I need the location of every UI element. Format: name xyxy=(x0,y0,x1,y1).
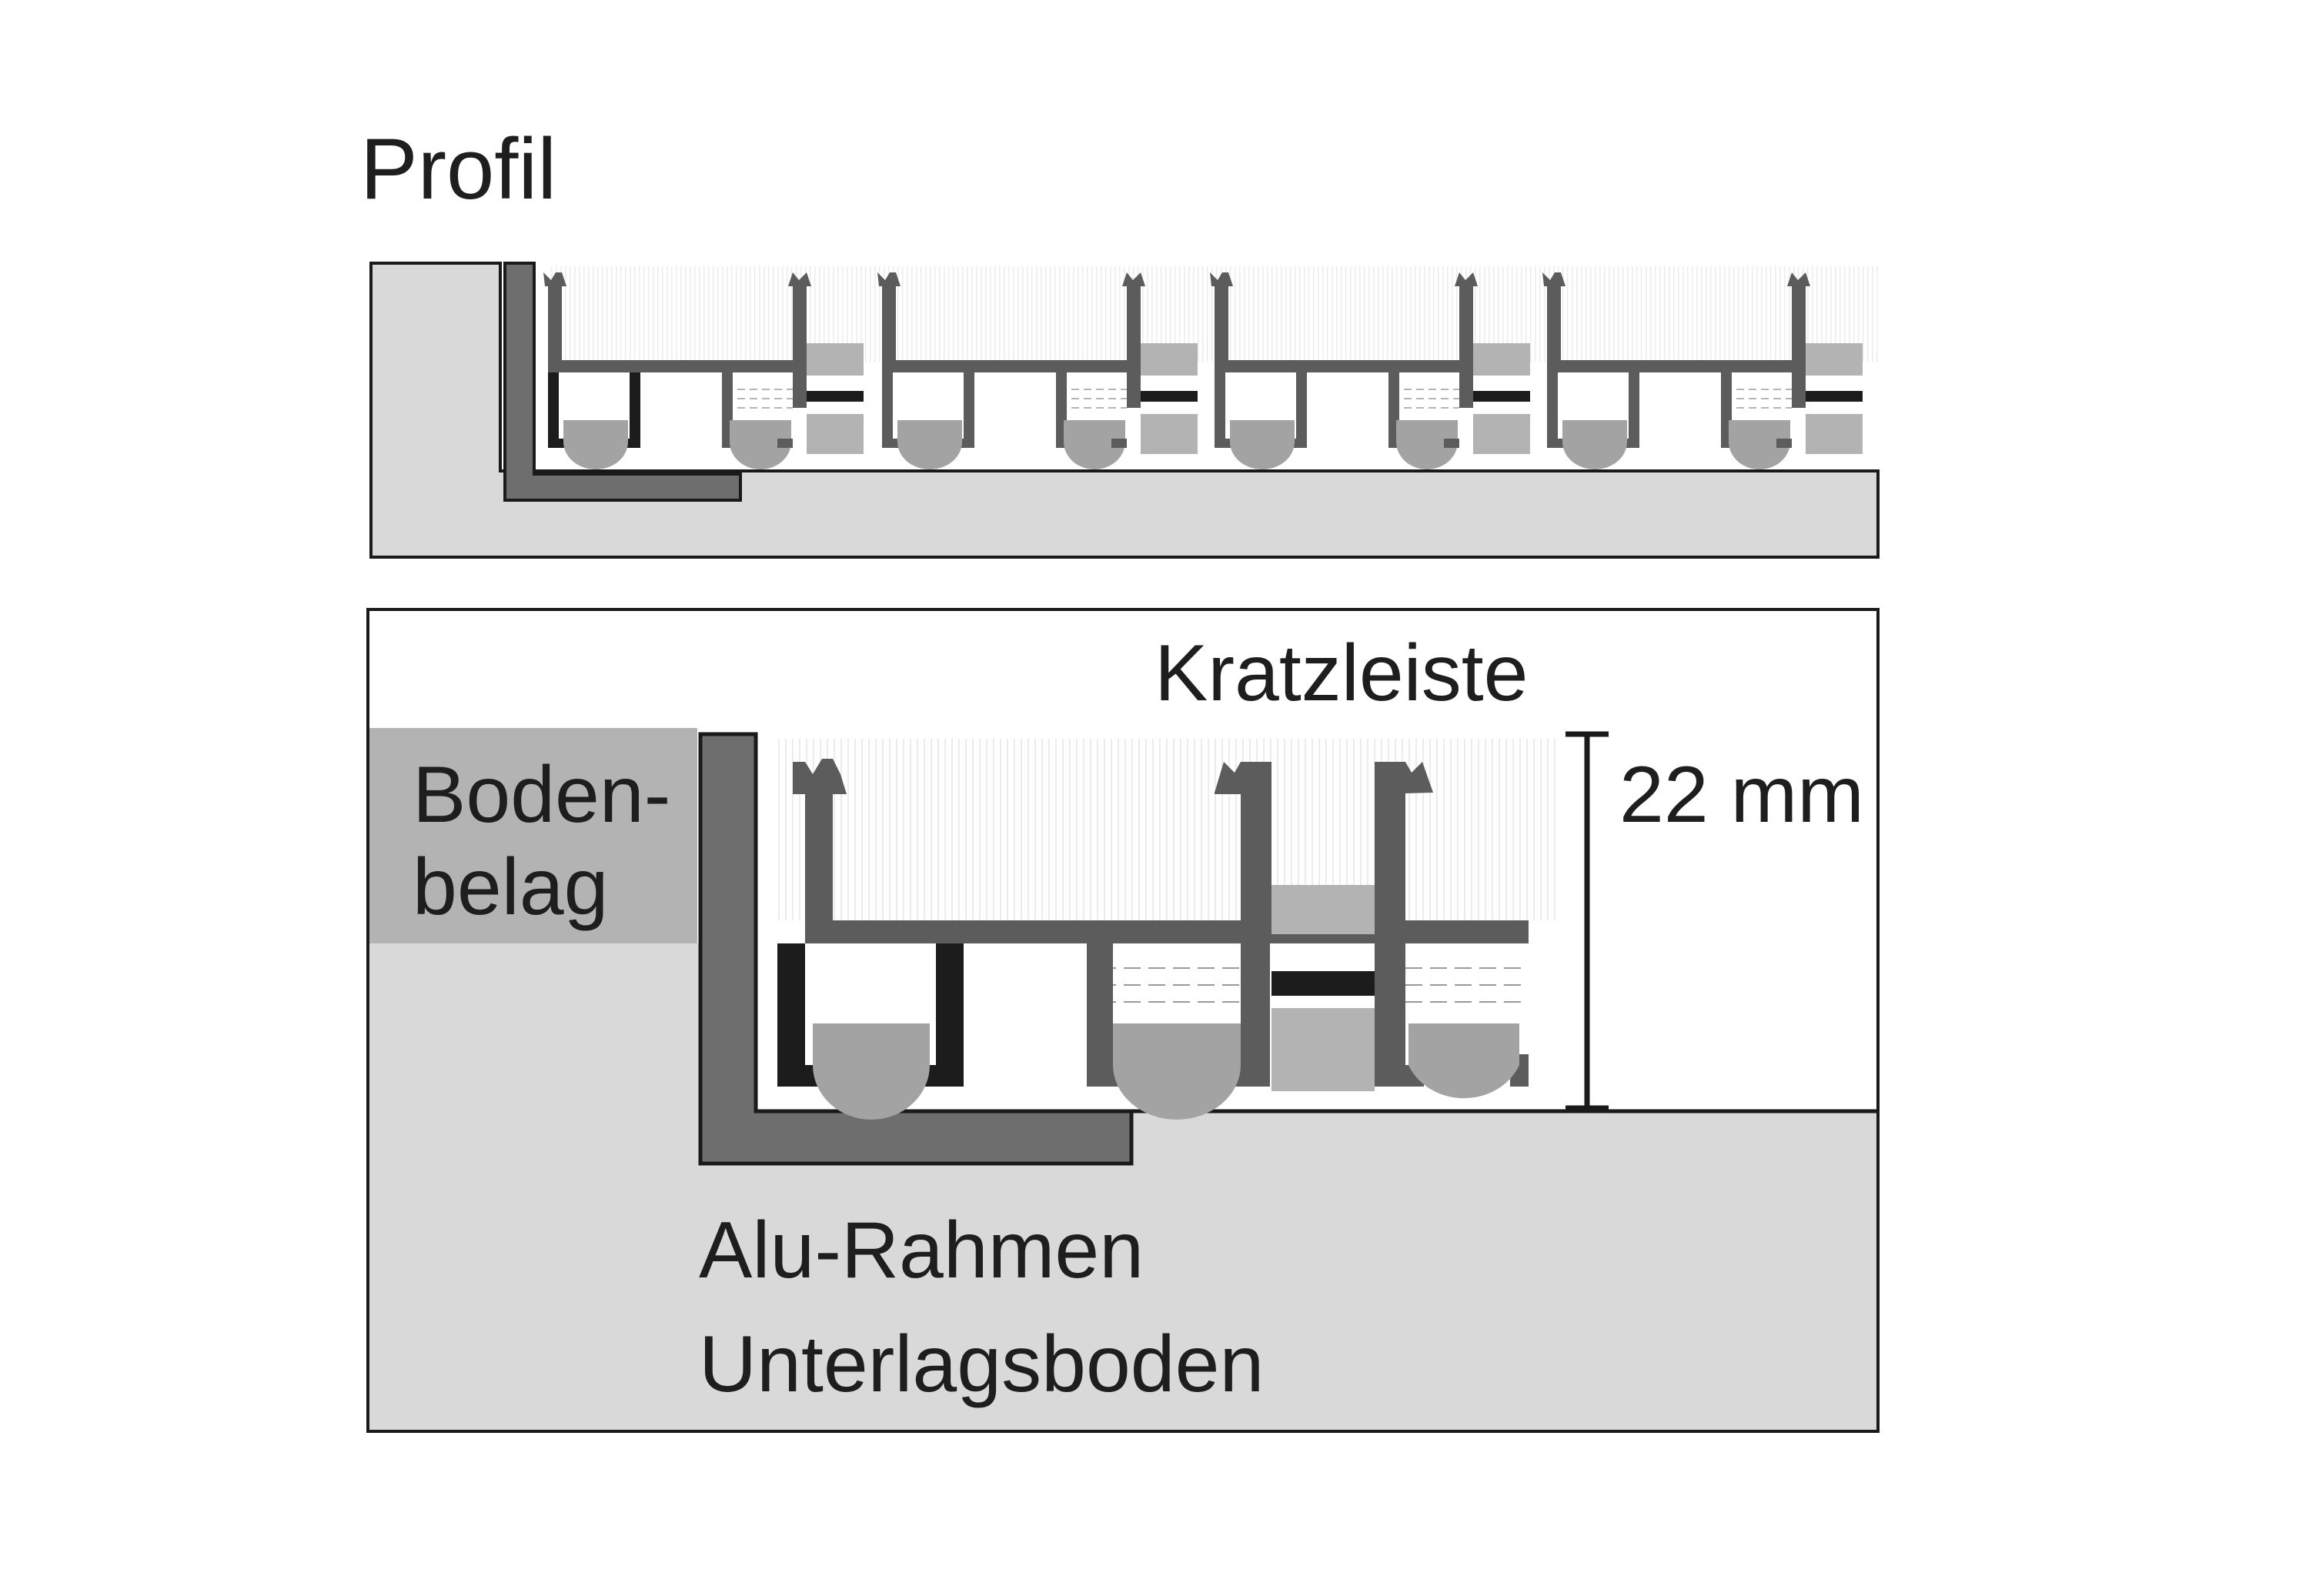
detail-alu-frame xyxy=(698,732,1134,1166)
top-insert-lower-1 xyxy=(807,414,864,454)
detail-holder-2-left xyxy=(1087,943,1133,1087)
top-holder-b-2 xyxy=(951,372,974,448)
top-holder-c-3 xyxy=(1388,372,1412,448)
top-insert-upper-1 xyxy=(807,343,864,376)
detail-dashed-lines xyxy=(1099,967,1529,1003)
top-insert-band-2 xyxy=(1141,391,1198,402)
top-holder-b-3 xyxy=(1284,372,1307,448)
detail-subfloor xyxy=(369,943,1876,1430)
top-insert-band-4 xyxy=(1806,391,1863,402)
top-holder-a-2 xyxy=(882,372,905,448)
top-holder-d-4 xyxy=(1776,439,1792,448)
detail-insert-lower xyxy=(1271,1008,1375,1091)
detail-kratzleiste-right-teeth xyxy=(1375,762,1433,794)
detail-kratzleiste-left-stem xyxy=(1241,770,1271,923)
detail-clip-right xyxy=(910,943,964,1087)
top-insert-lower-4 xyxy=(1806,414,1863,454)
top-teeth-left-2 xyxy=(877,272,901,286)
detail-diagram xyxy=(366,608,1880,1433)
label-floor-covering-2: belag xyxy=(413,843,608,932)
top-foot-a-4 xyxy=(1562,420,1627,469)
detail-kratzleiste-right-stem xyxy=(1375,770,1405,923)
top-stem-right-3 xyxy=(1459,285,1473,408)
detail-kratzleiste-left-teeth xyxy=(1215,762,1271,794)
top-insert-band-1 xyxy=(807,391,864,402)
top-holder-c-4 xyxy=(1721,372,1744,448)
top-stem-right-4 xyxy=(1792,285,1806,408)
detail-holder-3-left xyxy=(1375,943,1424,1087)
floor-covering xyxy=(369,728,697,943)
top-teeth-right-1 xyxy=(788,272,811,286)
top-holder-c-2 xyxy=(1056,372,1079,448)
top-insert-upper-3 xyxy=(1473,343,1530,376)
top-teeth-right-3 xyxy=(1455,272,1478,286)
top-foot-b-2 xyxy=(1064,420,1125,469)
top-foot-b-3 xyxy=(1396,420,1458,469)
top-stem-left-4 xyxy=(1547,285,1561,362)
top-holder-d-2 xyxy=(1111,439,1127,448)
detail-holder-2-right xyxy=(1224,943,1270,1087)
top-teeth-right-2 xyxy=(1122,272,1145,286)
top-foot-a-2 xyxy=(897,420,962,469)
top-holder-a-1 xyxy=(548,372,571,448)
top-insert-upper-2 xyxy=(1141,343,1198,376)
top-teeth-right-4 xyxy=(1787,272,1810,286)
top-insert-lower-3 xyxy=(1473,414,1530,454)
top-teeth-left-1 xyxy=(543,272,566,286)
top-teeth-left-3 xyxy=(1210,272,1233,286)
top-teeth-left-4 xyxy=(1542,272,1566,286)
top-overview-diagram xyxy=(369,262,1880,559)
top-holder-b-4 xyxy=(1616,372,1639,448)
top-stem-right-2 xyxy=(1127,285,1141,408)
top-foot-a-1 xyxy=(563,420,628,469)
top-stem-right-1 xyxy=(793,285,807,408)
top-foot-b-1 xyxy=(730,420,791,469)
top-bar-3 xyxy=(1215,360,1473,372)
top-holder-d-1 xyxy=(777,439,793,448)
detail-profile-left-stem xyxy=(805,793,833,922)
label-height: 22 mm xyxy=(1619,750,1864,840)
top-insert-lower-2 xyxy=(1141,414,1198,454)
top-stem-left-2 xyxy=(882,285,896,362)
detail-clip-left xyxy=(777,943,836,1087)
top-foot-a-3 xyxy=(1230,420,1295,469)
top-holder-a-4 xyxy=(1547,372,1570,448)
top-subfloor xyxy=(369,262,1880,559)
top-bar-2 xyxy=(882,360,1141,372)
top-profile-strip xyxy=(543,266,1878,469)
top-bar-1 xyxy=(548,360,807,372)
top-foot-b-4 xyxy=(1729,420,1790,469)
detail-foot-2 xyxy=(1113,1023,1241,1120)
top-insert-upper-4 xyxy=(1806,343,1863,376)
detail-bristles xyxy=(776,739,1561,920)
label-alu-frame: Alu-Rahmen xyxy=(699,1206,1144,1295)
top-insert-band-3 xyxy=(1473,391,1530,402)
label-floor-covering-1: Boden- xyxy=(413,750,670,840)
top-stem-left-3 xyxy=(1215,285,1228,362)
detail-profile-right-ext xyxy=(1405,920,1529,943)
detail-insert-upper xyxy=(1271,885,1375,934)
detail-foot-1 xyxy=(813,1023,930,1120)
label-subfloor: Unterlagsboden xyxy=(699,1320,1264,1409)
label-kratzleiste: Kratzleiste xyxy=(1154,629,1529,718)
top-holder-b-1 xyxy=(617,372,640,448)
top-bar-4 xyxy=(1547,360,1806,372)
height-dimension-marker xyxy=(1566,731,1609,1111)
top-alu-frame xyxy=(503,262,742,502)
top-holder-d-3 xyxy=(1444,439,1459,448)
title-profil: Profil xyxy=(360,121,556,217)
top-stem-left-1 xyxy=(548,285,562,362)
detail-profile-left-teeth xyxy=(793,759,847,794)
detail-foot-3 xyxy=(1408,1023,1519,1099)
top-holder-c-1 xyxy=(722,372,745,448)
detail-insert-black-band xyxy=(1271,971,1375,996)
top-holder-a-3 xyxy=(1215,372,1238,448)
